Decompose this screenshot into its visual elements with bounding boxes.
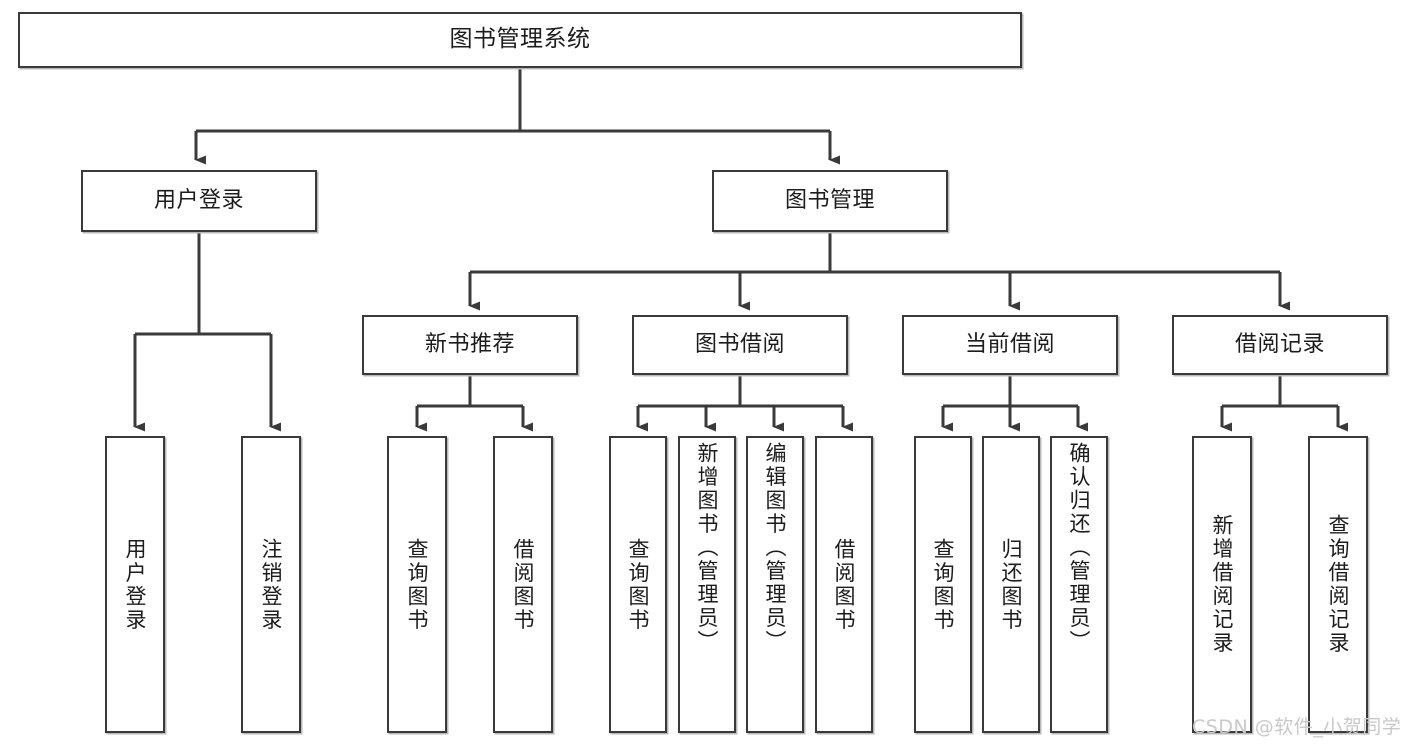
node-label: 借阅记录 xyxy=(1234,331,1325,357)
leaf-query-book-borrow[interactable]: 查询图书 xyxy=(609,436,667,733)
node-new-book-recommendation[interactable]: 新书推荐 xyxy=(362,315,578,375)
leaf-logout[interactable]: 注销登录 xyxy=(241,436,301,733)
leaf-user-login[interactable]: 用户登录 xyxy=(105,436,165,733)
node-book-management[interactable]: 图书管理 xyxy=(712,170,948,232)
node-label: 查询借阅记录 xyxy=(1326,514,1351,655)
node-label: 图书管理 xyxy=(784,187,875,213)
leaf-add-borrow-record[interactable]: 新增借阅记录 xyxy=(1192,436,1252,733)
node-label: 新增借阅记录 xyxy=(1210,514,1235,655)
node-book-borrowing[interactable]: 图书借阅 xyxy=(632,315,848,375)
node-borrowing-record[interactable]: 借阅记录 xyxy=(1172,315,1388,375)
node-label: 借阅图书 xyxy=(832,537,857,632)
node-label: 查询图书 xyxy=(405,537,430,632)
leaf-borrow-book[interactable]: 借阅图书 xyxy=(815,436,873,733)
leaf-confirm-return-admin[interactable]: 确认归还（管理员） xyxy=(1050,436,1108,733)
node-label: 查询图书 xyxy=(931,537,956,632)
node-label: 用户登录 xyxy=(123,537,148,632)
leaf-return-book[interactable]: 归还图书 xyxy=(982,436,1040,733)
leaf-query-borrow-record[interactable]: 查询借阅记录 xyxy=(1308,436,1368,733)
leaf-edit-book-admin[interactable]: 编辑图书（管理员） xyxy=(746,436,804,733)
node-label: 用户登录 xyxy=(153,187,244,213)
node-label: 确认归还（管理员） xyxy=(1067,442,1092,654)
watermark: CSDN @软件_小贺同学 xyxy=(1192,716,1402,738)
node-label: 编辑图书（管理员） xyxy=(763,442,788,654)
node-label: 注销登录 xyxy=(259,537,284,632)
node-label: 查询图书 xyxy=(626,537,651,632)
node-label: 图书管理系统 xyxy=(449,26,591,53)
leaf-borrow-book-recommend[interactable]: 借阅图书 xyxy=(493,436,553,733)
node-label: 新增图书（管理员） xyxy=(695,442,720,654)
node-label: 当前借阅 xyxy=(964,331,1055,357)
node-root-book-management-system[interactable]: 图书管理系统 xyxy=(18,12,1022,68)
node-user-login[interactable]: 用户登录 xyxy=(81,170,317,232)
leaf-add-book-admin[interactable]: 新增图书（管理员） xyxy=(678,436,736,733)
node-label: 归还图书 xyxy=(999,537,1024,632)
node-label: 借阅图书 xyxy=(511,537,536,632)
node-label: 图书借阅 xyxy=(694,331,785,357)
leaf-query-book-recommend[interactable]: 查询图书 xyxy=(387,436,447,733)
node-label: 新书推荐 xyxy=(424,331,515,357)
leaf-query-book-current[interactable]: 查询图书 xyxy=(914,436,972,733)
node-current-borrowing[interactable]: 当前借阅 xyxy=(902,315,1118,375)
